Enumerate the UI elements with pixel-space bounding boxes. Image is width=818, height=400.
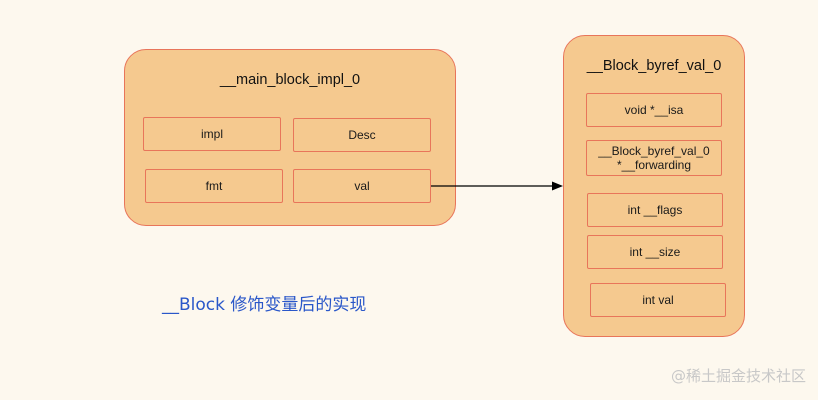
field-val: val [293,169,431,203]
field-size: int __size [587,235,723,269]
arrow-head [552,181,563,191]
field-flags: int __flags [587,193,723,227]
field-fmt: fmt [145,169,283,203]
main-block-impl-title: __main_block_impl_0 [219,72,361,88]
watermark-text: @稀土掘金技术社区 [670,367,806,385]
diagram-caption: __Block 修饰变量后的实现 [162,295,367,315]
field-int-val: int val [590,283,726,317]
field-impl: impl [143,117,281,151]
field-isa: void *__isa [586,93,722,127]
field-desc: Desc [293,118,431,152]
block-byref-val-title: __Block_byref_val_0 [586,58,722,74]
field-forwarding: __Block_byref_val_0 *__forwarding [586,140,722,176]
